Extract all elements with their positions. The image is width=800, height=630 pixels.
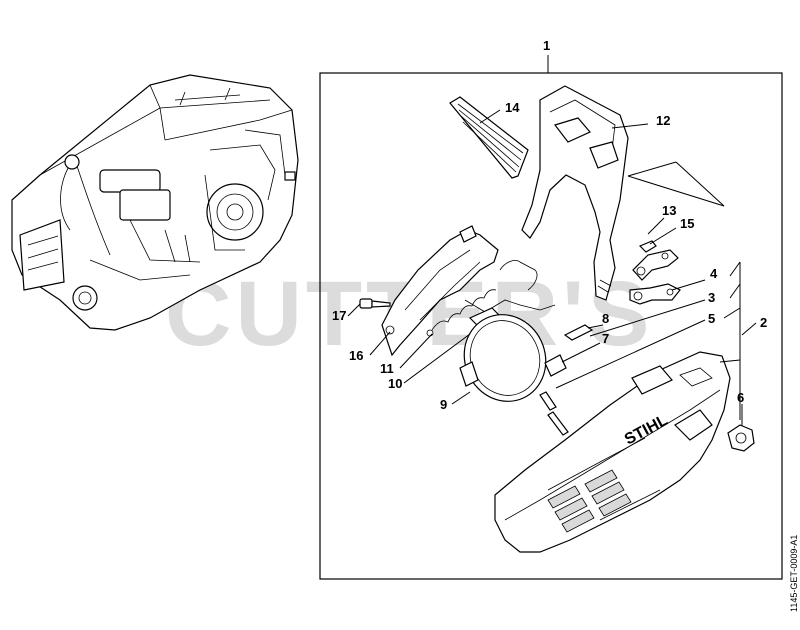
part-5-pin	[539, 391, 569, 436]
part-17-screw	[359, 298, 391, 309]
callout-13: 13	[662, 203, 676, 218]
part-15-spring-clip	[638, 240, 657, 253]
part-2-sprocket-cover: STIHL	[494, 351, 731, 553]
callout-12: 12	[656, 113, 670, 128]
callout-16: 16	[349, 348, 363, 363]
callout-5: 5	[708, 311, 715, 326]
part-7-slider	[544, 354, 567, 377]
part-12-hand-guard	[521, 85, 629, 301]
assembly-frame	[319, 72, 783, 580]
part-16-brake-bracket	[381, 225, 499, 357]
callout-4: 4	[710, 266, 718, 281]
leader-lines	[347, 109, 757, 426]
part-6-collar-nut	[727, 424, 755, 452]
drawing-code: 1145-GET-0009-A1	[789, 535, 799, 612]
callout-11: 11	[380, 361, 394, 376]
callout-3: 3	[708, 290, 715, 305]
callout-8: 8	[602, 311, 609, 326]
part-14-filter-plate	[449, 96, 529, 179]
part-8-plate	[563, 324, 594, 341]
part-9-brake-band	[459, 314, 547, 402]
callout-14: 14	[505, 100, 520, 115]
callout-7: 7	[602, 331, 609, 346]
callout-labels: 1 2 3 4 5 6 7 8 9 10 11 12 13 14 15 16 1…	[332, 38, 767, 412]
callout-10: 10	[388, 376, 402, 391]
callout-9: 9	[440, 397, 447, 412]
part-13-lever	[629, 249, 681, 305]
callout-15: 15	[680, 216, 694, 231]
callout-6: 6	[737, 390, 744, 405]
callout-17: 17	[332, 308, 346, 323]
callout-1: 1	[543, 38, 550, 53]
callout-2: 2	[760, 315, 767, 330]
engine-illustration	[11, 74, 299, 331]
